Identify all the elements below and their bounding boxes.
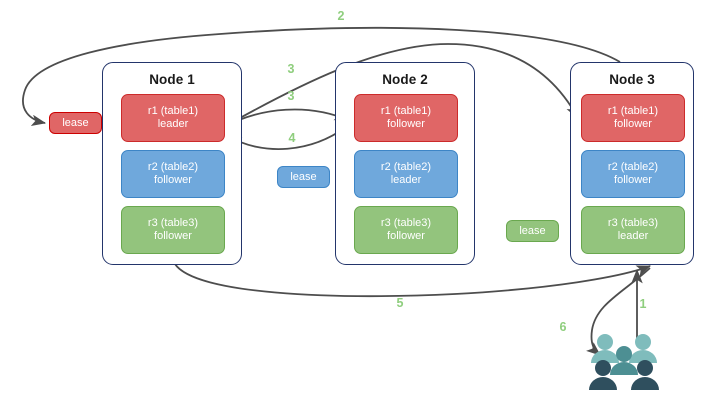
replica-range: r3 (table3) <box>147 216 199 229</box>
replica-role: follower <box>387 230 425 242</box>
replica-role: follower <box>614 118 652 130</box>
arrow-step-2 <box>22 27 621 127</box>
step-label-1: 1 <box>639 297 647 311</box>
node-title-2: Node 2 <box>382 72 428 87</box>
node-box-3[interactable]: Node 3 r1 (table1) follower r2 (table2) … <box>570 62 694 265</box>
replica-role: follower <box>154 230 192 242</box>
replica-node2-r3[interactable]: r3 (table3) follower <box>354 206 458 254</box>
step-label-4: 4 <box>288 131 296 145</box>
replica-range: r2 (table2) <box>607 160 659 173</box>
replica-node2-r1[interactable]: r1 (table1) follower <box>354 94 458 142</box>
node-box-2[interactable]: Node 2 r1 (table1) follower r2 (table2) … <box>335 62 475 265</box>
replica-role: follower <box>614 174 652 186</box>
replica-node2-r2[interactable]: r2 (table2) leader <box>354 150 458 198</box>
replica-range: r2 (table2) <box>380 160 432 173</box>
replica-node3-r1[interactable]: r1 (table1) follower <box>581 94 685 142</box>
step-label-6: 6 <box>559 320 567 334</box>
arrow-step-6 <box>586 267 651 356</box>
replica-node1-r1[interactable]: r1 (table1) leader <box>121 94 225 142</box>
replica-node1-r2[interactable]: r2 (table2) follower <box>121 150 225 198</box>
lease-badge-green[interactable]: lease <box>506 220 559 242</box>
step-label-3-upper: 3 <box>287 62 295 76</box>
step-label-5: 5 <box>396 296 404 310</box>
arrow-step-5 <box>174 263 652 297</box>
replica-range: r1 (table1) <box>147 104 199 117</box>
users-group-icon <box>586 332 662 394</box>
node-title-3: Node 3 <box>609 72 655 87</box>
replica-role: follower <box>154 174 192 186</box>
replica-role: leader <box>617 230 649 242</box>
replica-node3-r2[interactable]: r2 (table2) follower <box>581 150 685 198</box>
lease-badge-red[interactable]: lease <box>49 112 102 134</box>
lease-badge-blue[interactable]: lease <box>277 166 330 188</box>
replica-role: follower <box>387 118 425 130</box>
replica-node3-r3[interactable]: r3 (table3) leader <box>581 206 685 254</box>
arrow-step-3-upper <box>221 43 579 129</box>
replica-role: leader <box>390 174 422 186</box>
step-label-2: 2 <box>337 9 345 23</box>
replica-range: r2 (table2) <box>147 160 199 173</box>
replica-range: r3 (table3) <box>380 216 432 229</box>
replica-range: r1 (table1) <box>607 104 659 117</box>
replica-node1-r3[interactable]: r3 (table3) follower <box>121 206 225 254</box>
node-title-1: Node 1 <box>149 72 195 87</box>
node-box-1[interactable]: Node 1 r1 (table1) leader r2 (table2) fo… <box>102 62 242 265</box>
step-label-3-lower: 3 <box>287 89 295 103</box>
replica-range: r1 (table1) <box>380 104 432 117</box>
replica-range: r3 (table3) <box>607 216 659 229</box>
replica-role: leader <box>157 118 189 130</box>
